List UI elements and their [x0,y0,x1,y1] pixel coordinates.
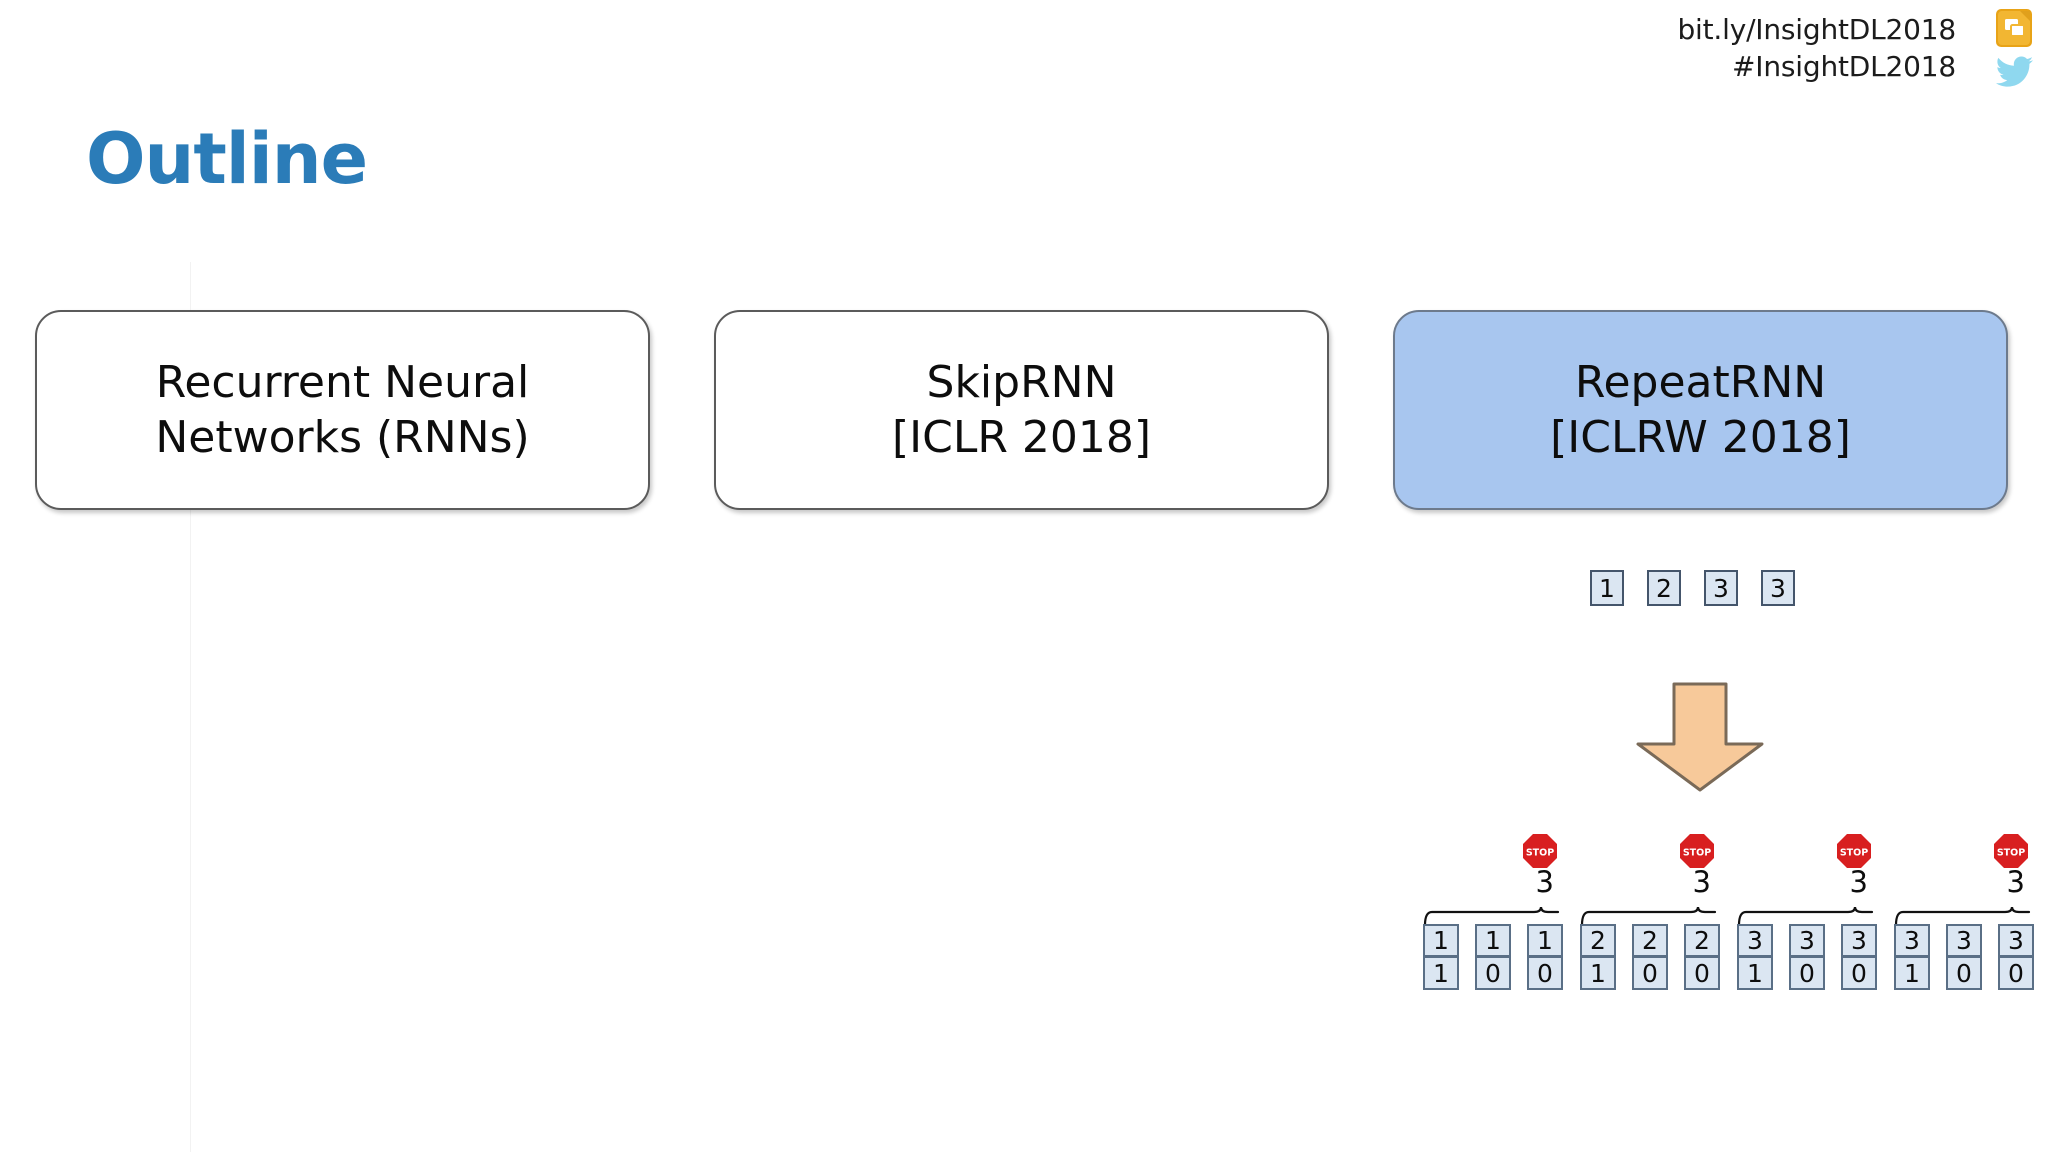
repeat-cell-bottom: 0 [1527,957,1563,990]
repeat-cell-top: 3 [1841,924,1877,957]
input-sequence-cell: 2 [1647,570,1681,606]
repeat-cell-column: 1 0 [1527,924,1563,990]
input-sequence-cell: 1 [1590,570,1624,606]
repeat-cell-column: 3 1 [1737,924,1773,990]
slides-link-text[interactable]: bit.ly/InsightDL2018 [1677,13,1956,46]
repeat-cell-column: 2 0 [1684,924,1720,990]
group-brace-icon [1894,906,2034,927]
repeat-cell-column: 2 0 [1632,924,1668,990]
repeat-cell-column: 3 0 [1998,924,2034,990]
repeat-count-label: 3 [1692,865,1711,899]
repeat-cell-column: 3 1 [1894,924,1930,990]
repeat-cell-top: 3 [1737,924,1773,957]
repeat-group: STOP 3 3 1 3 0 3 0 [1737,832,1877,992]
repeat-group: STOP 3 1 1 1 0 1 0 [1423,832,1563,992]
repeat-cell-top: 1 [1475,924,1511,957]
repeat-cell-top: 2 [1580,924,1616,957]
repeat-group-columns: 2 1 2 0 2 0 [1580,924,1720,990]
stop-sign-icon: STOP [1678,832,1716,870]
repeat-cell-bottom: 1 [1737,957,1773,990]
input-sequence-cell: 3 [1761,570,1795,606]
outline-box-rnn[interactable]: Recurrent Neural Networks (RNNs) [35,310,650,510]
repeat-cell-bottom: 1 [1423,957,1459,990]
repeat-cell-column: 1 1 [1423,924,1459,990]
down-arrow-icon [1636,682,1764,792]
svg-text:STOP: STOP [1840,848,1868,859]
svg-text:STOP: STOP [1997,848,2025,859]
page-title: Outline [86,118,368,200]
stop-sign-icon: STOP [1521,832,1559,870]
repeat-cell-top: 2 [1684,924,1720,957]
repeat-cell-bottom: 1 [1580,957,1616,990]
repeat-count-label: 3 [1535,865,1554,899]
repeat-diagram: STOP 3 1 1 1 0 1 0 [1423,832,2034,992]
repeat-cell-bottom: 0 [1946,957,1982,990]
stop-sign-icon: STOP [1835,832,1873,870]
repeat-cell-bottom: 0 [1841,957,1877,990]
hashtag-text: #InsightDL2018 [1732,49,1956,83]
repeat-cell-column: 2 1 [1580,924,1616,990]
input-sequence-cell: 3 [1704,570,1738,606]
repeat-group-columns: 3 1 3 0 3 0 [1737,924,1877,990]
repeat-cell-column: 3 0 [1789,924,1825,990]
outline-box-rnn-line2: Networks (RNNs) [155,412,530,463]
repeat-cell-top: 3 [1894,924,1930,957]
svg-text:STOP: STOP [1683,848,1711,859]
svg-text:STOP: STOP [1526,848,1554,859]
outline-box-repeatrnn[interactable]: RepeatRNN [ICLRW 2018] [1393,310,2008,510]
google-slides-icon[interactable] [1994,8,2034,48]
group-brace-icon [1580,906,1720,927]
repeat-cell-bottom: 0 [1632,957,1668,990]
repeat-cell-column: 1 0 [1475,924,1511,990]
input-sequence-row: 1 2 3 3 [1590,570,1795,606]
repeat-cell-column: 3 0 [1841,924,1877,990]
repeat-cell-top: 3 [1998,924,2034,957]
vertical-guide-line [190,262,191,1152]
outline-box-skiprnn-line2: [ICLR 2018] [891,412,1152,463]
repeat-count-label: 3 [1849,865,1868,899]
repeat-cell-top: 1 [1527,924,1563,957]
twitter-bird-icon[interactable] [1994,55,2034,89]
outline-box-repeatrnn-line2: [ICLRW 2018] [1550,412,1851,463]
group-brace-icon [1737,906,1877,927]
group-brace-icon [1423,906,1563,927]
repeat-count-label: 3 [2006,865,2025,899]
repeat-group-columns: 1 1 1 0 1 0 [1423,924,1563,990]
repeat-cell-bottom: 1 [1894,957,1930,990]
repeat-group: STOP 3 2 1 2 0 2 0 [1580,832,1720,992]
repeat-cell-column: 3 0 [1946,924,1982,990]
repeat-cell-bottom: 0 [1684,957,1720,990]
outline-box-skiprnn-line1: SkipRNN [926,356,1117,408]
repeat-group: STOP 3 3 1 3 0 3 0 [1894,832,2034,992]
stop-sign-icon: STOP [1992,832,2030,870]
outline-box-repeatrnn-line1: RepeatRNN [1574,356,1827,408]
outline-box-skiprnn[interactable]: SkipRNN [ICLR 2018] [714,310,1329,510]
repeat-cell-top: 3 [1946,924,1982,957]
header-links: bit.ly/InsightDL2018 #InsightDL2018 [1677,12,1956,86]
repeat-group-columns: 3 1 3 0 3 0 [1894,924,2034,990]
repeat-cell-bottom: 0 [1998,957,2034,990]
outline-box-rnn-line1: Recurrent Neural [155,356,530,408]
repeat-cell-bottom: 0 [1475,957,1511,990]
repeat-cell-top: 1 [1423,924,1459,957]
repeat-cell-top: 2 [1632,924,1668,957]
repeat-cell-top: 3 [1789,924,1825,957]
repeat-cell-bottom: 0 [1789,957,1825,990]
